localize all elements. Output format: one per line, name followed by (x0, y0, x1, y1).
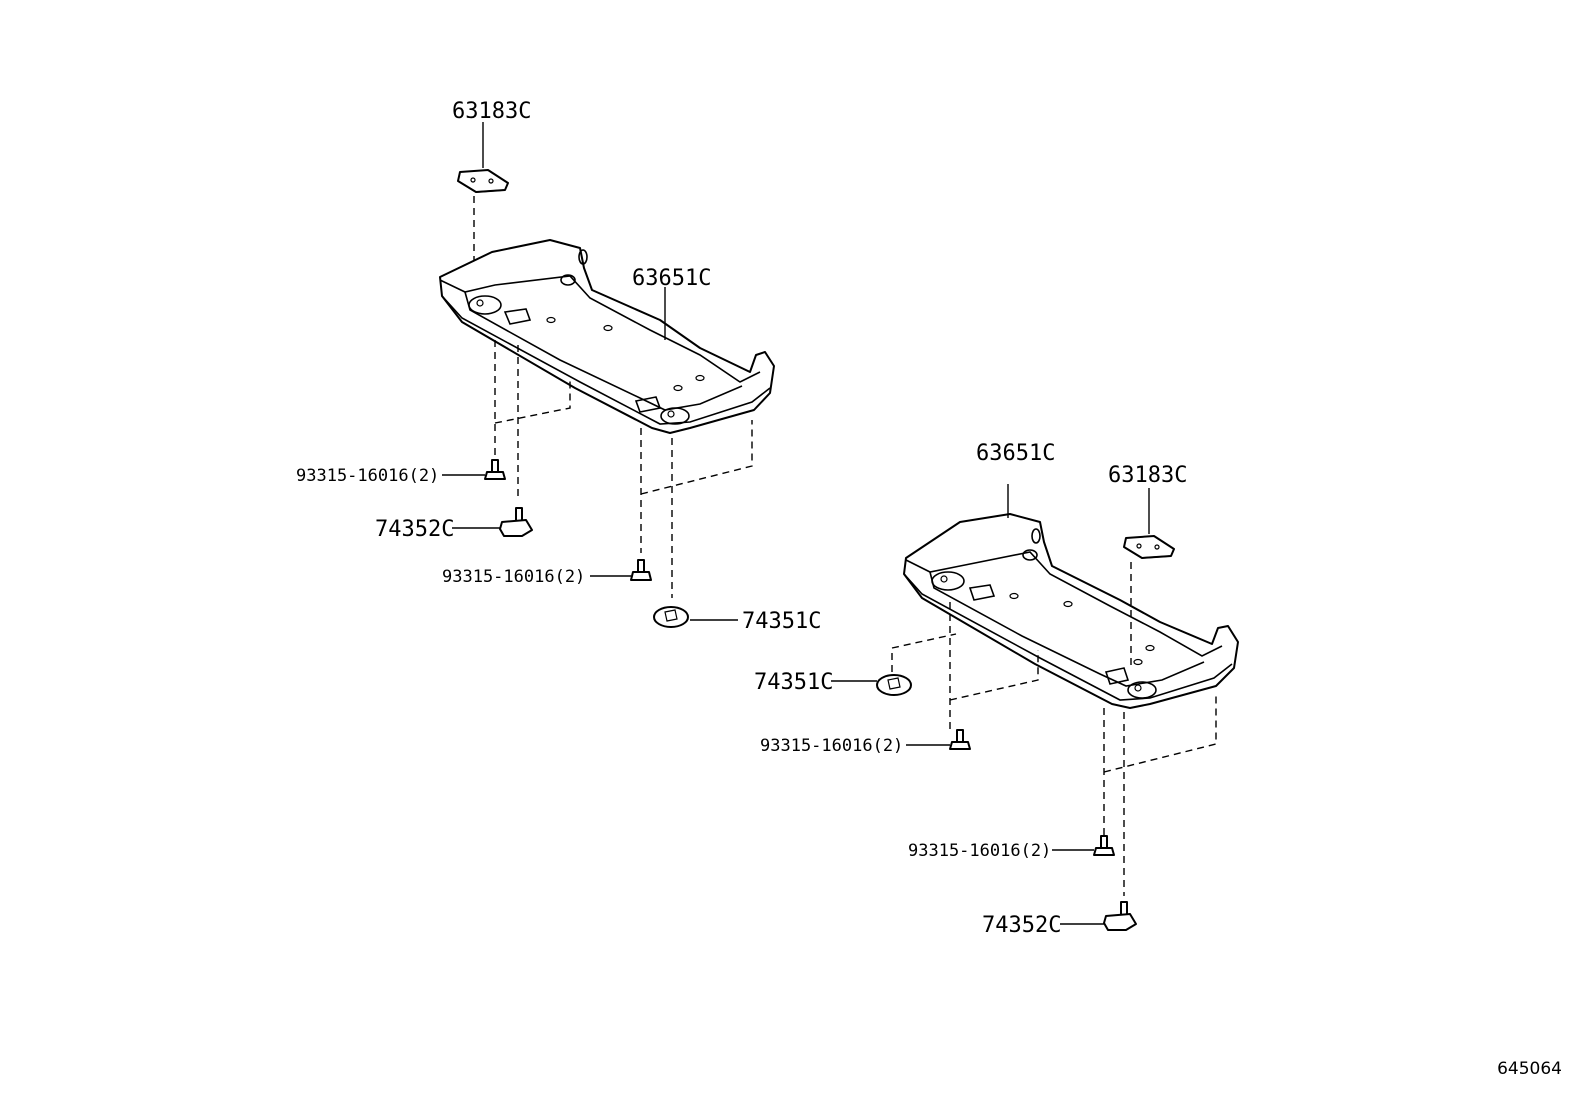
label-right-clip-74351C: 74351C (754, 670, 833, 695)
right-pad-63183C (1123, 535, 1175, 559)
left-bolt-a (484, 459, 506, 480)
right-bolt-b (1093, 835, 1115, 856)
label-left-bolt-b: 93315-16016(2) (442, 567, 585, 587)
right-bolt-a (949, 729, 971, 750)
label-left-bolt-a: 93315-16016(2) (296, 466, 439, 486)
label-left-pad-63183C: 63183C (452, 99, 531, 124)
dash-left-6 (640, 420, 753, 495)
left-clip-74352C (499, 507, 533, 537)
label-right-bolt-a: 93315-16016(2) (760, 736, 903, 756)
label-right-tray-63651C: 63651C (976, 441, 1055, 466)
right-clip-74352C (1103, 901, 1137, 931)
dash-right-2 (949, 650, 1039, 701)
label-left-clip-74352C: 74352C (375, 517, 454, 542)
right-tray-63651C (903, 513, 1239, 709)
right-clip-74351C (876, 674, 912, 696)
label-left-tray-63651C: 63651C (632, 266, 711, 291)
left-tray-63651C (439, 239, 775, 434)
left-pad-63183C (457, 169, 509, 193)
left-clip-74351C (653, 606, 689, 628)
label-left-clip-74351C: 74351C (742, 609, 821, 634)
figure-number: 645064 (1497, 1059, 1562, 1079)
left-bolt-b (630, 559, 652, 581)
dash-right-6 (1103, 694, 1217, 773)
label-right-bolt-b: 93315-16016(2) (908, 841, 1051, 861)
dash-left-3 (494, 380, 571, 424)
dash-right-3 (891, 633, 957, 672)
label-right-pad-63183C: 63183C (1108, 463, 1187, 488)
label-right-clip-74352C: 74352C (982, 913, 1061, 938)
